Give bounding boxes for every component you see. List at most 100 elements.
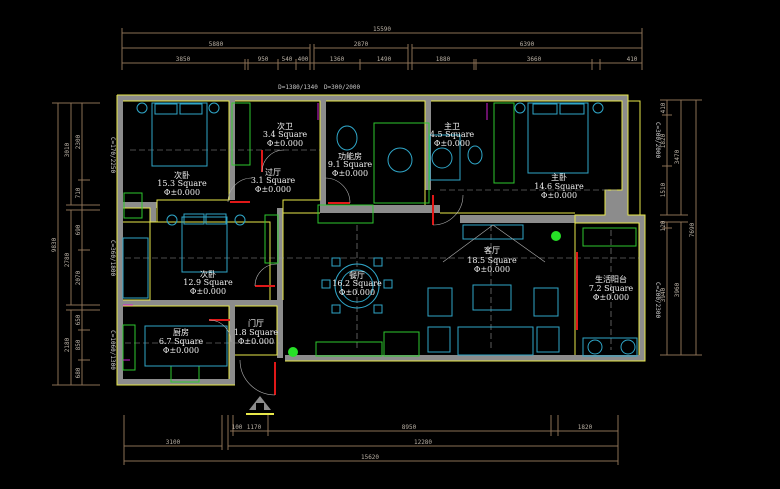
dim-right-overall: 7690 [689,222,696,237]
wardrobe-icon [231,102,515,264]
svg-text:12.9 Square: 12.9 Square [183,278,233,287]
door-tag: D=1380/1340 [278,84,318,91]
kitchen-counter-icon [122,324,228,383]
window-tag: C=200/2300 [654,282,661,319]
dim-left-segment: 2180 [64,337,71,352]
dim-top-detail: 540 [282,56,293,63]
shoe-cabinet-icon [315,331,420,357]
svg-text:主卫: 主卫 [444,121,460,131]
svg-text:次卫: 次卫 [277,121,293,131]
svg-text:Φ±0.000: Φ±0.000 [593,293,629,302]
bathtub-icon [429,134,461,181]
dim-top-detail: 1880 [436,56,451,63]
dim-right-detail: 410 [660,102,667,113]
svg-text:Φ±0.000: Φ±0.000 [163,346,199,355]
svg-text:Φ±0.000: Φ±0.000 [339,288,375,297]
svg-text:厨房: 厨房 [173,327,189,337]
entrance-arrow-icon [249,396,271,410]
bed-icon [514,102,604,174]
svg-text:生活阳台: 生活阳台 [595,274,627,284]
dim-top-detail: 1490 [377,56,392,63]
dim-left-detail: 680 [75,367,82,378]
dim-top-detail: 3660 [527,56,542,63]
svg-text:Φ±0.000: Φ±0.000 [164,188,200,197]
svg-text:功能房: 功能房 [338,151,362,161]
furniture [122,102,638,383]
svg-text:14.6 Square: 14.6 Square [534,182,584,191]
svg-text:Φ±0.000: Φ±0.000 [434,139,470,148]
entrance-marker [246,413,274,415]
svg-text:Φ±0.000: Φ±0.000 [238,337,274,346]
doors [123,103,578,396]
dim-top-detail: 3850 [176,56,191,63]
wardrobe-icon [373,122,430,204]
svg-text:主卧: 主卧 [551,172,567,182]
bed-icon [136,102,220,167]
svg-text:次卧: 次卧 [200,269,216,279]
sofa-icon [427,284,560,356]
dim-right-segment: 3470 [674,149,681,164]
window-tag: C=1060/1300 [109,330,116,370]
dim-bottom-segment: 12280 [414,439,432,446]
dim-left-detail: 850 [75,339,82,350]
dim-bottom-detail: 8950 [402,424,417,431]
svg-text:过厅: 过厅 [265,167,281,177]
dim-left-segment: 3010 [64,142,71,157]
right-dimensions: 410 1820 1510 120 3940 3470 3960 7690 C=… [654,99,702,356]
svg-text:7.2 Square: 7.2 Square [589,284,634,293]
dim-left-overall: 9830 [51,237,58,252]
dim-left-detail: 2070 [75,270,82,285]
dining-table-icon [321,257,393,314]
dim-bottom-detail: 100 [232,424,243,431]
cabinet-icon [317,204,374,224]
dim-right-detail: 120 [660,220,667,231]
svg-text:6.7 Square: 6.7 Square [159,337,204,346]
top-dimensions: 15590 5880 2870 6390 3850 950 540 400 13… [121,26,643,91]
svg-text:Φ±0.000: Φ±0.000 [332,169,368,178]
dim-left-detail: 710 [75,187,82,198]
window-tag: C=360/1800 [109,240,116,277]
door-tag: D=300/2000 [324,84,361,91]
dim-left-segment: 2780 [64,252,71,267]
washer-icon [582,227,638,357]
svg-text:Φ±0.000: Φ±0.000 [267,139,303,148]
svg-text:18.5 Square: 18.5 Square [467,256,517,265]
dim-top-detail: 950 [258,56,269,63]
dim-bottom-overall: 15620 [361,454,379,461]
svg-text:Φ±0.000: Φ±0.000 [541,191,577,200]
svg-text:9.1 Square: 9.1 Square [328,160,373,169]
cabinet-icon [123,192,143,219]
desk-icon [122,237,149,299]
svg-text:Φ±0.000: Φ±0.000 [190,287,226,296]
svg-text:4.5 Square: 4.5 Square [430,130,475,139]
dim-top-segment: 6390 [520,41,535,48]
dim-left-detail: 650 [75,314,82,325]
dim-right-detail: 1510 [660,182,667,197]
svg-text:15.3 Square: 15.3 Square [157,179,207,188]
svg-text:16.2 Square: 16.2 Square [332,279,382,288]
dim-bottom-segment: 3100 [166,439,181,446]
dim-right-detail: 3940 [660,287,667,302]
dim-top-segment: 5880 [209,41,224,48]
dim-bottom-detail: 1820 [578,424,593,431]
dim-top-detail: 400 [298,56,309,63]
dim-right-segment: 3960 [674,282,681,297]
tv-cabinet-icon [462,224,524,240]
svg-text:1.8 Square: 1.8 Square [234,328,279,337]
dim-top-detail: 1360 [330,56,345,63]
svg-text:Φ±0.000: Φ±0.000 [255,185,291,194]
window-tag: C=170/2250 [109,137,116,174]
